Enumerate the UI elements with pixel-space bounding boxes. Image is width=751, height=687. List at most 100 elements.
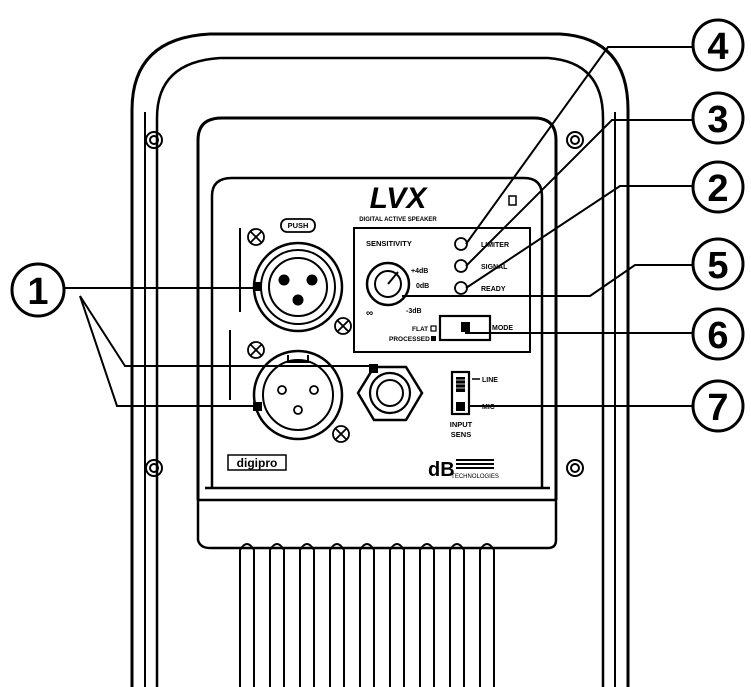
- mode-switch[interactable]: [438, 314, 492, 342]
- xlr-top-ring: [260, 249, 336, 325]
- logo-subtitle: DIGITAL ACTIVE SPEAKER: [359, 217, 437, 223]
- callout-2: 2: [691, 160, 745, 214]
- flat-icon: [430, 325, 437, 332]
- brand-left: digipro: [227, 454, 287, 471]
- brand-right-big: dB: [428, 459, 455, 481]
- mic-label: MIC: [482, 404, 495, 411]
- callout-5-number: 5: [707, 245, 728, 287]
- leader-lines: [64, 46, 695, 407]
- screw-bottom-right-inner: [570, 463, 580, 473]
- callout-3-circle: [691, 91, 745, 145]
- leader-2: [465, 185, 695, 289]
- callout-4-number: 4: [707, 26, 728, 68]
- callout-1: 1: [10, 262, 66, 318]
- logo-text: LVX: [370, 182, 429, 215]
- knob-outer: [365, 261, 411, 307]
- sens-plus-label: +4dB: [411, 268, 428, 275]
- mounting-screws: [145, 131, 584, 477]
- screw-top-left: [145, 131, 163, 149]
- jack-input[interactable]: [356, 364, 424, 422]
- xlr-bottom-screw-left: [247, 341, 265, 359]
- control-box-frame: [353, 227, 531, 353]
- input-switch-stripes: [454, 379, 467, 389]
- panel-outer-plate: [196, 116, 558, 500]
- line-label: LINE: [482, 377, 498, 384]
- led-signal-ring: [454, 259, 468, 273]
- input-switch-upper: [456, 377, 465, 392]
- brand-left-box: [227, 454, 287, 471]
- callout-7-number: 7: [707, 387, 728, 429]
- power-indicator: [508, 195, 517, 206]
- leader-1-b: [79, 295, 372, 367]
- led-limiter: LIMITER: [454, 237, 509, 251]
- jack-outer: [368, 371, 412, 415]
- xlr-output-male[interactable]: [247, 341, 350, 443]
- leader-1-c: [79, 295, 258, 407]
- led-ready-label: READY: [481, 286, 506, 293]
- sensitivity-label: SENSITIVITY: [366, 239, 412, 248]
- input-switch-slider: [456, 402, 465, 411]
- heatsink-fin-7: [419, 543, 435, 687]
- panel-inner-plate: [210, 176, 544, 488]
- brand-right-stripes: [456, 459, 494, 469]
- jack-hex-housing: [356, 365, 424, 422]
- cabinet-inner-outline: [155, 56, 605, 687]
- xlr-bottom-pin-1: [277, 385, 287, 395]
- led-ready: READY: [454, 281, 506, 295]
- xlr-top-indicator: [253, 282, 262, 291]
- leader-3: [465, 119, 695, 267]
- xlr-bottom-outer: [252, 349, 344, 441]
- xlr-top-screw-left: [247, 228, 265, 246]
- cabinet: [130, 32, 630, 687]
- heatsink-fin-1: [239, 543, 255, 687]
- heatsink: [239, 543, 495, 687]
- brand-left-text: digipro: [237, 456, 278, 470]
- xlr-bottom-pin-2: [309, 385, 319, 395]
- leader-4: [465, 46, 695, 245]
- processed-icon: [431, 336, 436, 341]
- xlr-top-screw-right: [334, 317, 352, 335]
- sens-label: SENS: [451, 430, 471, 439]
- mode-label: MODE: [492, 325, 513, 332]
- brand-right: dB TECHNOLOGIES: [428, 459, 499, 481]
- sens-inf-label: ∞: [366, 308, 373, 319]
- xlr-input-female[interactable]: PUSH: [247, 218, 352, 335]
- screw-top-right-inner: [570, 135, 580, 145]
- callout-5: 5: [691, 237, 745, 291]
- heatsink-fin-5: [359, 543, 375, 687]
- knob-pointer: [387, 271, 399, 285]
- logo-background: [355, 180, 441, 210]
- screw-top-right: [566, 131, 584, 149]
- led-signal-label: SIGNAL: [481, 264, 508, 271]
- panel-bottom-lip: [198, 486, 556, 502]
- callout-1-circle: [10, 262, 66, 318]
- callout-5-circle: [691, 237, 745, 291]
- callout-6-number: 6: [707, 315, 728, 357]
- sensitivity-knob[interactable]: [365, 261, 411, 307]
- screw-bottom-left: [145, 459, 163, 477]
- led-limiter-label: LIMITER: [481, 242, 509, 249]
- screw-top-left-inner: [149, 135, 159, 145]
- input-sens-switch[interactable]: [450, 370, 471, 416]
- heatsink-fin-9: [479, 543, 495, 687]
- heatsink-fin-2: [269, 543, 285, 687]
- heatsink-fin-3: [299, 543, 315, 687]
- control-box: SENSITIVITY +4dB 0dB -3dB ∞ LIMITER SIGN…: [353, 227, 531, 353]
- heatsink-fin-4: [329, 543, 345, 687]
- led-ready-ring: [454, 281, 468, 295]
- callout-2-number: 2: [707, 168, 728, 210]
- brand-right-small: TECHNOLOGIES: [451, 474, 499, 480]
- xlr-bottom-screw-right: [332, 425, 350, 443]
- jack-indicator: [369, 364, 378, 373]
- jack-inner: [376, 379, 404, 407]
- mode-switch-body: [438, 314, 492, 342]
- sens-zero-label: 0dB: [416, 283, 429, 290]
- xlr-top-inner: [268, 257, 328, 317]
- heatsink-fin-6: [389, 543, 405, 687]
- callout-3: 3: [691, 91, 745, 145]
- xlr-top-outer: [252, 241, 344, 333]
- amp-panel: [196, 116, 558, 550]
- callout-4-circle: [691, 18, 745, 72]
